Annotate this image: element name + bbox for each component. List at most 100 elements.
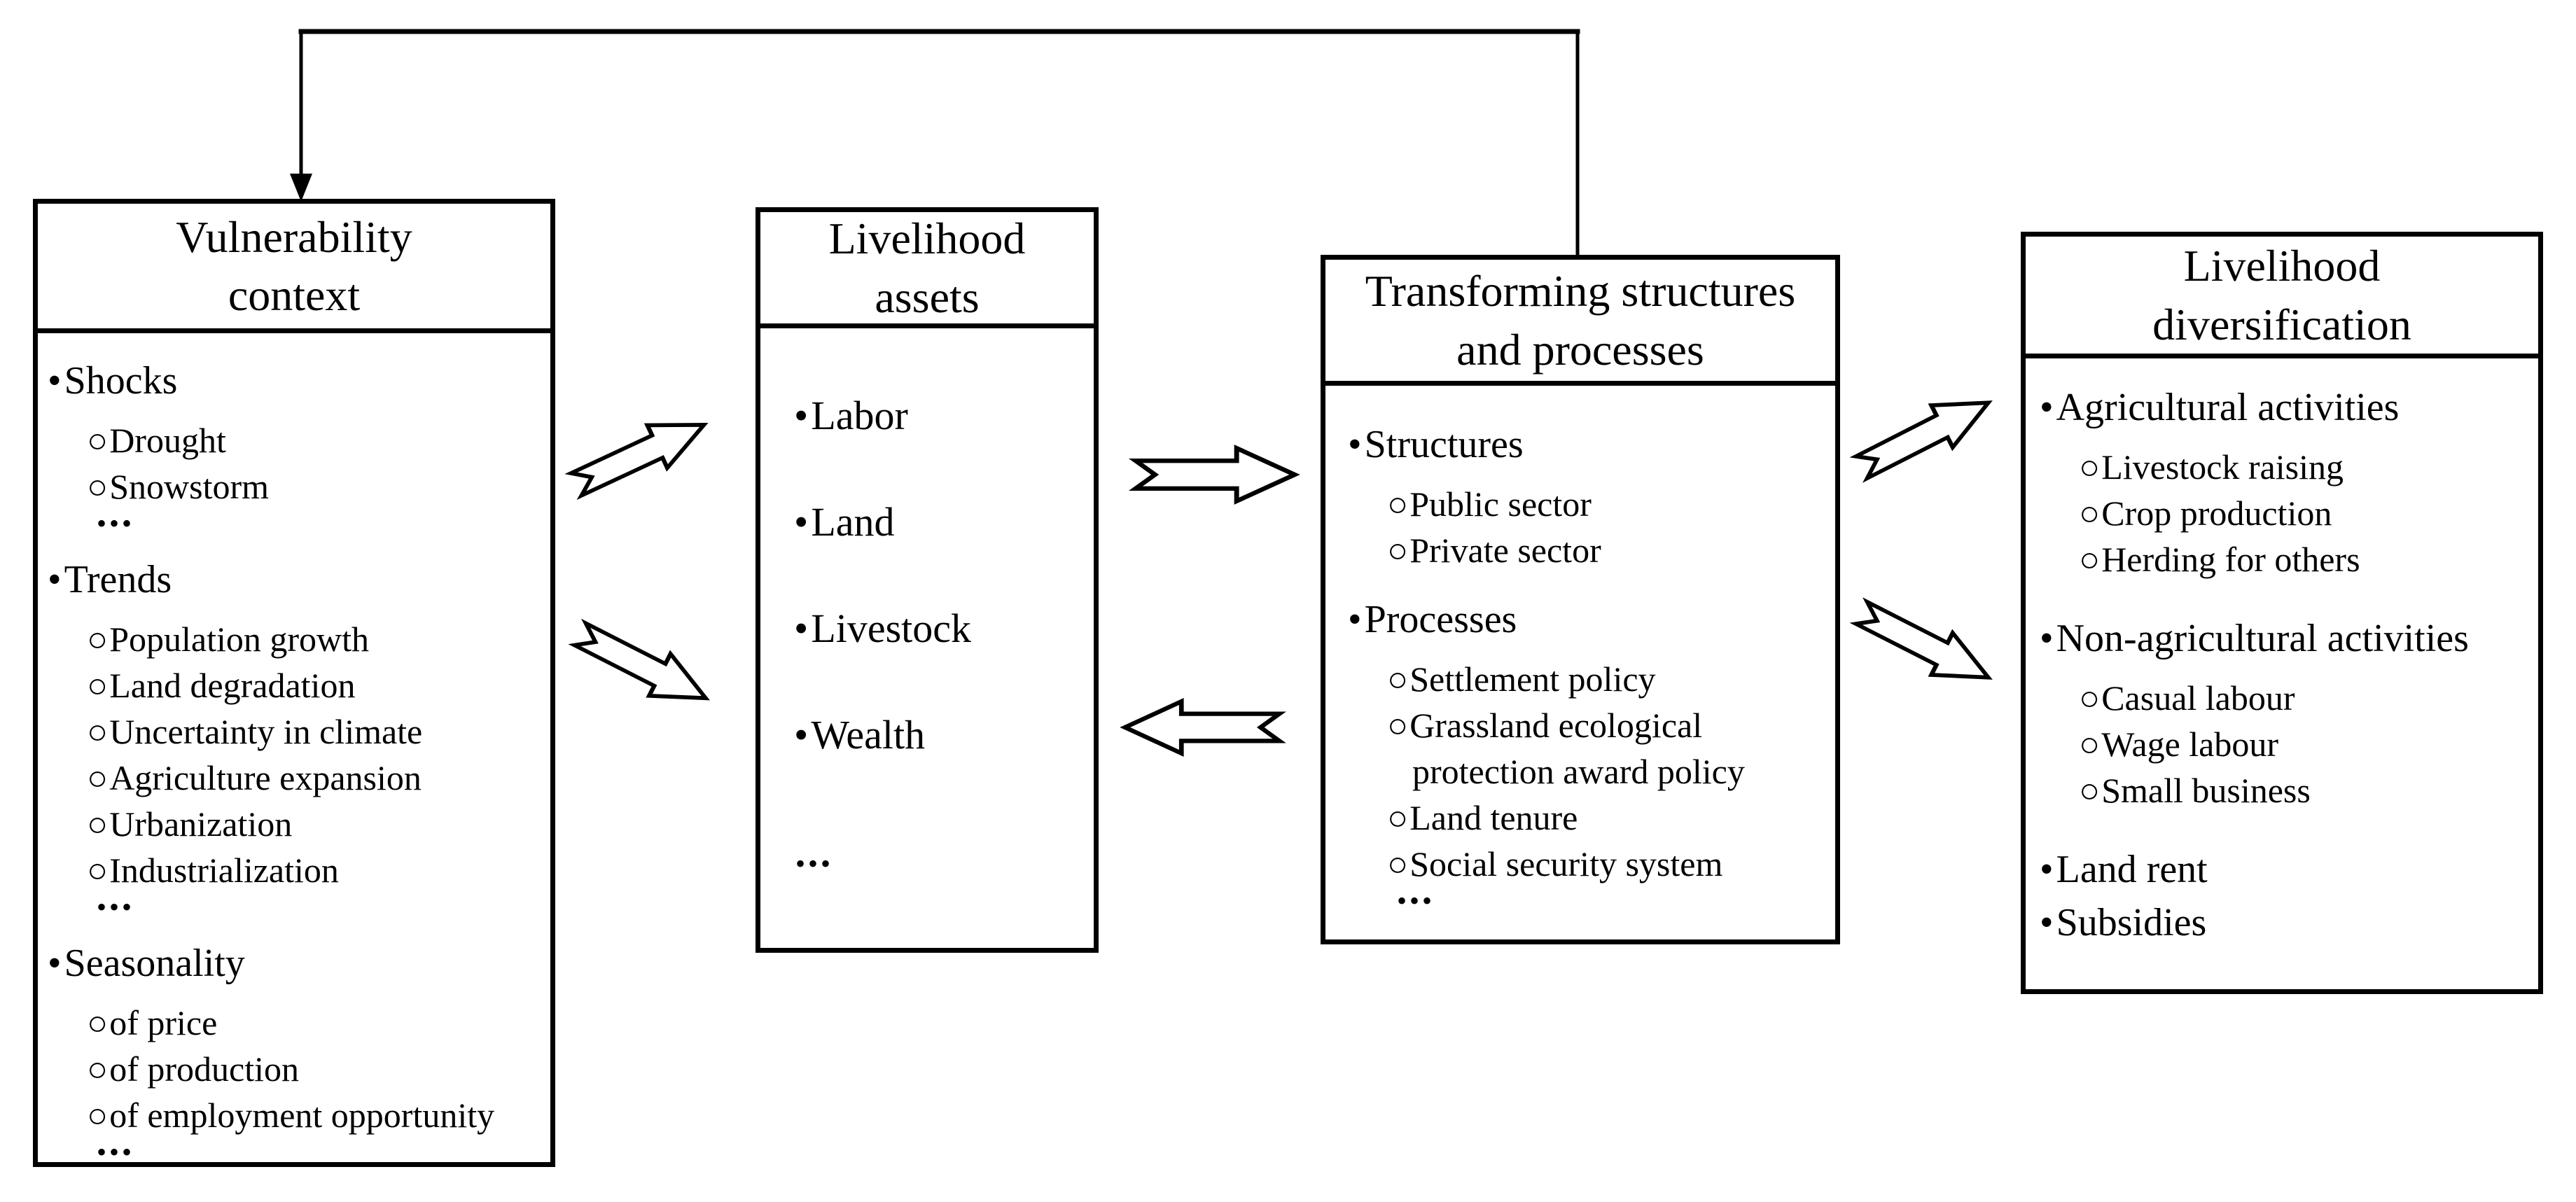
bullet-icon: • xyxy=(794,606,809,651)
item-text: Urbanization xyxy=(109,804,293,844)
box-content: •Structures○Public sector○Private sector… xyxy=(1325,386,1835,915)
bullet-icon: • xyxy=(794,712,809,757)
bullet-icon: • xyxy=(2040,617,2054,660)
circle-icon: ○ xyxy=(1387,659,1409,699)
list-item: •Subsidies xyxy=(2040,895,2534,951)
ellipsis-item: ••• xyxy=(48,510,545,538)
box-title: Vulnerability context xyxy=(38,204,550,333)
circle-icon: ○ xyxy=(87,1049,109,1089)
item-text: Seasonality xyxy=(64,942,245,985)
circle-icon: ○ xyxy=(2079,678,2101,718)
item-text: ••• xyxy=(97,508,135,539)
list-item: protection award policy xyxy=(1348,748,1831,795)
list-item: ○Population growth xyxy=(48,616,545,662)
list-item: ○Livestock raising xyxy=(2040,444,2534,490)
item-text: ••• xyxy=(97,1136,135,1168)
item-text: Herding for others xyxy=(2101,540,2360,579)
list-item: •Livestock xyxy=(794,601,1088,657)
circle-icon: ○ xyxy=(87,851,109,890)
list-item: •Shocks xyxy=(48,353,545,409)
box-title-line: context xyxy=(228,270,361,320)
item-text: protection award policy xyxy=(1412,752,1745,791)
circle-icon: ○ xyxy=(1387,798,1409,837)
circle-icon: ○ xyxy=(87,712,109,751)
bullet-icon: • xyxy=(794,393,809,438)
bullet-icon: • xyxy=(1348,423,1362,466)
circle-icon: ○ xyxy=(87,666,109,705)
box-content: •Shocks○Drought○Snowstorm••••Trends○Popu… xyxy=(38,333,550,1166)
item-text: of price xyxy=(109,1003,218,1042)
item-text: ••• xyxy=(97,891,135,923)
list-item: ○Wage labour xyxy=(2040,721,2534,767)
circle-icon: ○ xyxy=(2079,771,2101,810)
item-text: of employment opportunity xyxy=(109,1096,495,1135)
bullet-icon: • xyxy=(794,499,809,545)
list-item: ○Drought xyxy=(48,417,545,463)
circle-icon: ○ xyxy=(87,758,109,797)
block-arrow-structures-to-diversification-lower xyxy=(1846,587,2004,704)
box-title-line: assets xyxy=(875,272,980,322)
item-text: Land rent xyxy=(2056,848,2208,891)
item-text: Uncertainty in climate xyxy=(109,712,423,751)
item-text: Shocks xyxy=(64,359,178,403)
item-text: Structures xyxy=(1364,423,1524,466)
item-text: Industrialization xyxy=(109,851,339,890)
block-arrow-context-to-assets-upper xyxy=(562,398,719,510)
circle-icon: ○ xyxy=(2079,540,2101,579)
list-item: ○Social security system xyxy=(1348,841,1831,887)
list-item: ○Private sector xyxy=(1348,527,1831,573)
list-item: •Seasonality xyxy=(48,935,545,991)
item-text: Snowstorm xyxy=(109,467,270,506)
item-text: ••• xyxy=(795,848,834,879)
item-text: Grassland ecological xyxy=(1409,706,1703,745)
item-text: Drought xyxy=(109,421,226,460)
circle-icon: ○ xyxy=(1387,484,1409,524)
item-text: Small business xyxy=(2101,771,2311,810)
circle-icon: ○ xyxy=(1387,531,1409,570)
item-text: of production xyxy=(109,1049,299,1089)
list-item: ○Land degradation xyxy=(48,662,545,708)
circle-icon: ○ xyxy=(2079,725,2101,764)
ellipsis-item: ••• xyxy=(48,1138,545,1166)
item-text: Wage labour xyxy=(2101,725,2279,764)
ellipsis-item: ••• xyxy=(48,893,545,921)
block-arrow-assets-to-structures xyxy=(1128,443,1300,506)
item-text: Non-agricultural activities xyxy=(2056,617,2469,660)
list-item: •Trends xyxy=(48,552,545,608)
bullet-icon: • xyxy=(2040,848,2054,891)
item-text: Private sector xyxy=(1409,531,1601,570)
block-arrow-structures-to-assets xyxy=(1120,697,1286,758)
circle-icon: ○ xyxy=(87,1096,109,1135)
item-text: Labor xyxy=(811,393,908,438)
list-item: ○Settlement policy xyxy=(1348,656,1831,702)
item-text: Population growth xyxy=(109,620,370,659)
ellipsis-item: ••• xyxy=(1348,887,1831,915)
box-title-line: and processes xyxy=(1456,324,1704,375)
list-item: ○Snowstorm xyxy=(48,463,545,510)
block-arrow-context-to-assets-lower xyxy=(565,608,721,725)
box-title-line: Vulnerability xyxy=(176,211,412,262)
circle-icon: ○ xyxy=(87,804,109,844)
item-text: Wealth xyxy=(811,712,926,757)
list-item: ○of production xyxy=(48,1046,545,1092)
item-text: Processes xyxy=(1364,598,1517,641)
circle-icon: ○ xyxy=(2079,447,2101,487)
list-item: ○Herding for others xyxy=(2040,536,2534,582)
item-text: ••• xyxy=(1397,885,1435,916)
circle-icon: ○ xyxy=(87,421,109,460)
box-title-line: Livelihood xyxy=(2183,241,2381,291)
bullet-icon: • xyxy=(48,558,62,601)
item-text: Agricultural activities xyxy=(2056,386,2400,429)
feedback-arrowhead-icon xyxy=(290,174,312,202)
list-item: ○Agriculture expansion xyxy=(48,755,545,801)
list-item: ○Public sector xyxy=(1348,481,1831,527)
list-item: ○Industrialization xyxy=(48,847,545,893)
list-item: ○of employment opportunity xyxy=(48,1092,545,1138)
item-text: Public sector xyxy=(1409,484,1592,524)
list-item: •Land rent xyxy=(2040,841,2534,897)
